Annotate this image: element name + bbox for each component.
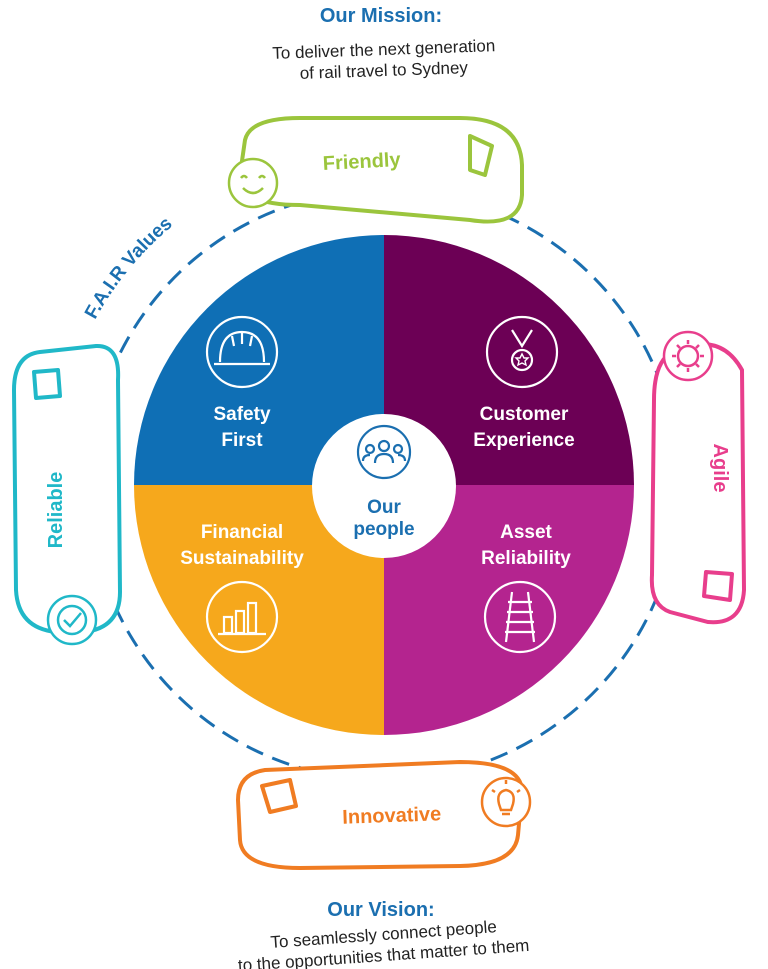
lightbulb-icon (480, 776, 532, 828)
agile-banner: Agile (649, 342, 747, 625)
friendly-label: Friendly (322, 149, 402, 175)
asset-label-line-1: Asset (500, 522, 552, 543)
financial-label-line-2: Sustainability (180, 548, 304, 569)
reliable-label: Reliable (45, 472, 67, 549)
center-hub (312, 414, 456, 558)
quadrant-financial (134, 485, 384, 735)
vision-title: Our Vision: (327, 899, 434, 921)
customer-label-line-1: Customer (480, 404, 569, 425)
mission-block: Our Mission: To deliver the next generat… (272, 5, 496, 83)
quadrant-safety (134, 235, 384, 485)
mission-title: Our Mission: (320, 5, 442, 27)
gear-icon (662, 330, 714, 382)
safety-label-line-2: First (221, 430, 263, 451)
asset-label-line-2: Reliability (481, 548, 571, 569)
quadrant-customer (384, 235, 634, 485)
railway-track-icon (483, 580, 557, 654)
center-label-line-2: people (353, 519, 414, 540)
smiley-icon (227, 157, 279, 209)
center-label-line-1: Our (367, 497, 401, 518)
agile-label: Agile (709, 444, 731, 493)
medal-icon (485, 315, 559, 389)
customer-label-line-2: Experience (473, 430, 574, 451)
mission-line-2: of rail travel to Sydney (299, 58, 468, 83)
safety-label-line-1: Safety (213, 404, 270, 425)
innovative-banner: Innovative (235, 759, 525, 871)
hard-hat-icon (205, 315, 279, 389)
bar-chart-icon (205, 580, 279, 654)
financial-label-line-1: Financial (201, 522, 283, 543)
innovative-label: Innovative (342, 803, 442, 828)
fair-values-label: F.A.I.R Values (81, 213, 176, 322)
reliable-banner: Reliable (11, 343, 123, 634)
vision-block: Our Vision: To seamlessly connect people… (237, 899, 530, 969)
friendly-banner: Friendly (237, 116, 524, 224)
people-group-icon (356, 424, 412, 480)
check-badge-icon (46, 594, 98, 646)
